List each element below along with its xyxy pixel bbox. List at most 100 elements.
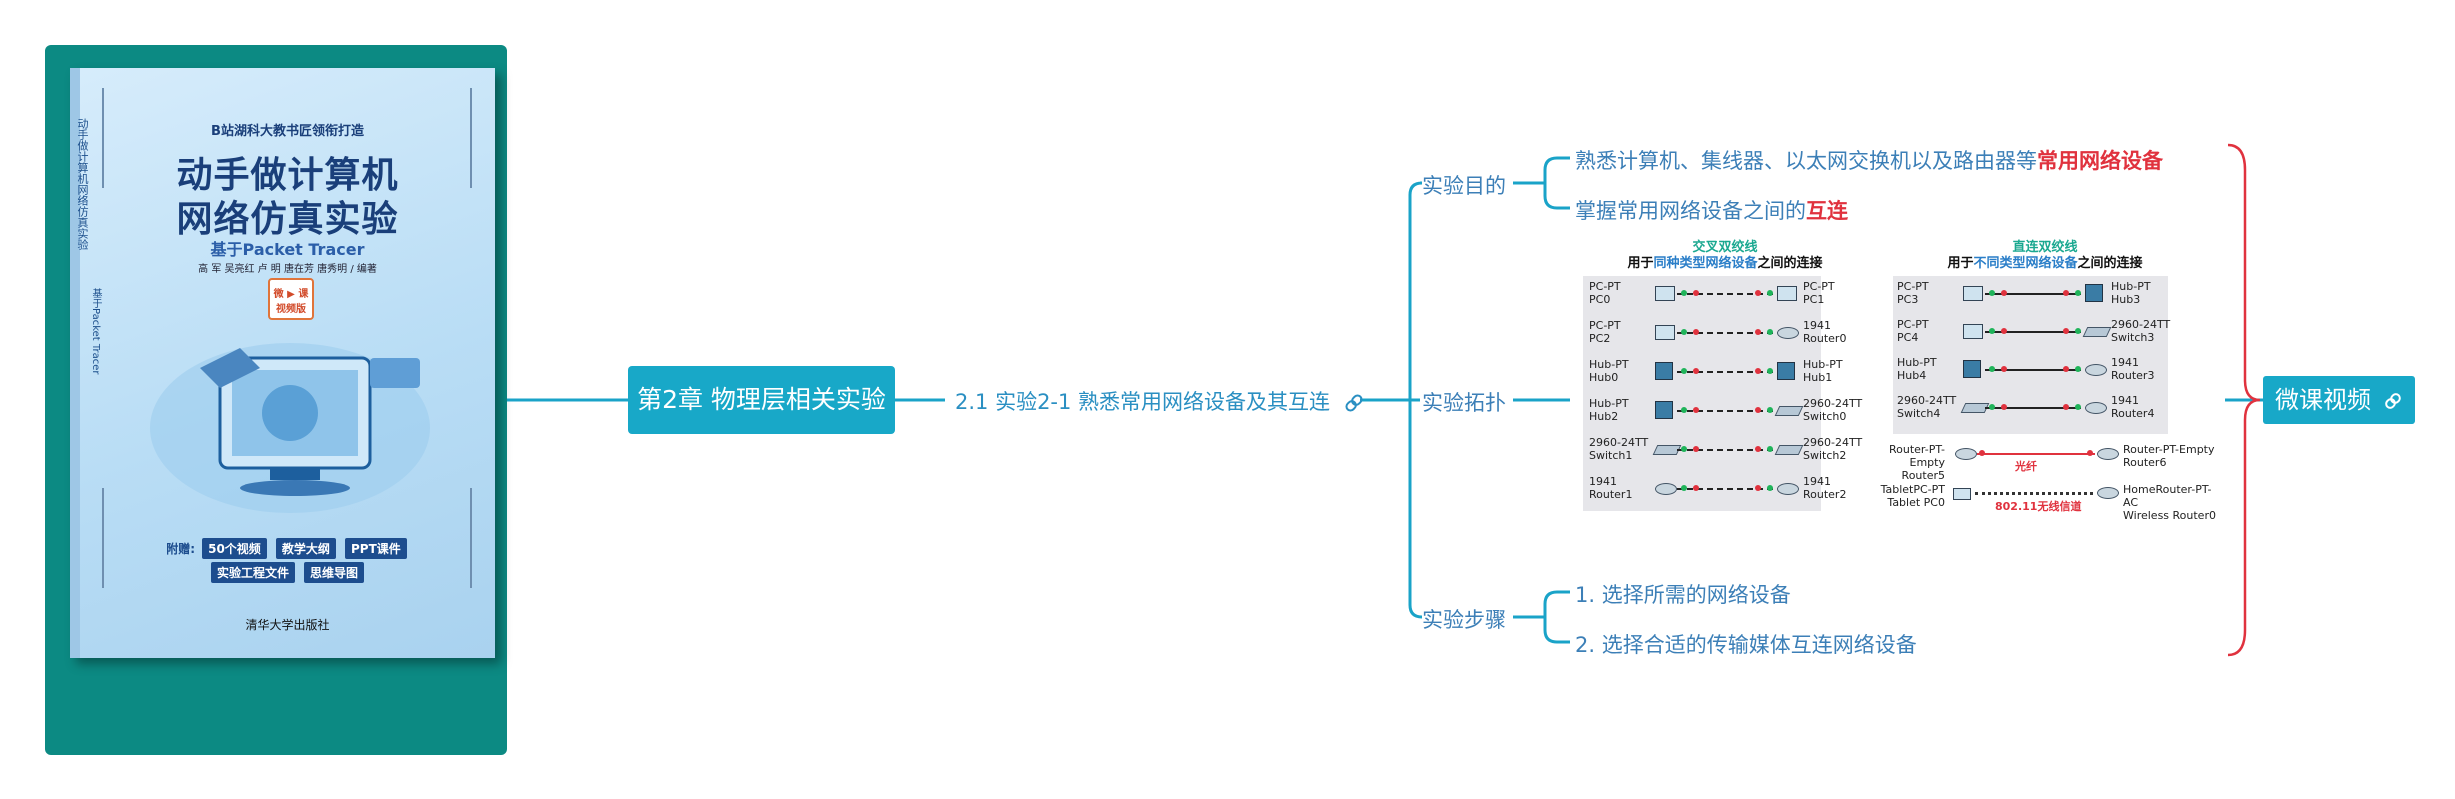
device-type: 1941 <box>1589 475 1617 488</box>
step-item-1[interactable]: 1. 选择所需的网络设备 <box>1575 583 1791 607</box>
pc-icon <box>1777 286 1797 301</box>
crossover-panel <box>1583 276 1821 511</box>
attachments-row-2: 实验工程文件 思维导图 <box>80 562 495 583</box>
pc-icon <box>1963 324 1983 339</box>
link-icon[interactable] <box>1343 392 1365 414</box>
hub-icon <box>2085 284 2103 302</box>
book-title-line2: 网络仿真实验 <box>176 199 399 240</box>
router-icon <box>2097 448 2119 460</box>
port-dot <box>2075 328 2081 334</box>
device-type: Router-PT-Empty <box>1888 443 1945 469</box>
hub-icon <box>1963 360 1981 378</box>
port-dot <box>2001 366 2007 372</box>
video-badge: 微 ▶ 课 视频版 <box>268 278 314 320</box>
chapter-node[interactable]: 第2章 物理层相关实验 <box>628 366 895 434</box>
header-highlight: 同种类型网络设备 <box>1653 256 1758 271</box>
port-dot <box>1681 329 1687 335</box>
device-name: Hub1 <box>1803 371 1833 384</box>
badge-line1: 微 ▶ 课 <box>273 289 309 300</box>
crossover-cable-title: 交叉双绞线 <box>1692 240 1758 255</box>
micro-video-label: 微课视频 <box>2275 386 2371 414</box>
device-name: Router5 <box>1901 469 1945 482</box>
port-dot <box>1693 290 1699 296</box>
device-name: Switch1 <box>1589 449 1633 462</box>
router-icon <box>1955 448 1977 460</box>
port-dot <box>1755 407 1761 413</box>
header-text: 用于 <box>1947 256 1974 271</box>
pc-icon <box>1655 286 1675 301</box>
crossover-link <box>1677 371 1773 373</box>
port-dot <box>1693 368 1699 374</box>
step-item-2[interactable]: 2. 选择合适的传输媒体互连网络设备 <box>1575 633 1917 657</box>
book-title-line1: 动手做计算机 <box>176 155 399 196</box>
link-icon[interactable] <box>2383 391 2403 411</box>
wireless-label: 802.11无线信道 <box>1995 500 2082 513</box>
device-type: 2960-24TT <box>2111 318 2171 331</box>
device-type: TabletPC-PT <box>1880 483 1945 496</box>
port-dot <box>2063 328 2069 334</box>
crossover-link <box>1677 488 1773 490</box>
router-icon <box>1777 483 1799 495</box>
topology-figure[interactable]: 交叉双绞线 用于同种类型网络设备之间的连接 直连双绞线 用于不同类型网络设备之间… <box>1575 240 2225 522</box>
frame-line <box>102 488 104 588</box>
crossover-link <box>1677 410 1773 412</box>
port-dot <box>1767 446 1773 452</box>
header-text: 之间的连接 <box>2077 256 2143 271</box>
goal-item-1[interactable]: 熟悉计算机、集线器、以太网交换机以及路由器等常用网络设备 <box>1575 145 2163 175</box>
straight-cable-title: 直连双绞线 <box>2012 240 2078 255</box>
port-dot <box>2075 290 2081 296</box>
top-tagline: B站湖科大教书匠领衔打造 <box>211 124 364 139</box>
topic-node[interactable]: 2.1 实验2-1 熟悉常用网络设备及其互连 <box>955 386 1365 416</box>
switch-icon <box>1774 445 1804 455</box>
branch-goal[interactable]: 实验目的 <box>1422 174 1506 198</box>
wireless-link <box>1975 492 2093 495</box>
goal-2-highlight: 互连 <box>1806 199 1848 223</box>
device-name: Router1 <box>1589 488 1633 501</box>
port-dot <box>1681 290 1687 296</box>
port-dot <box>2001 328 2007 334</box>
device-name: PC3 <box>1897 293 1919 306</box>
straight-link <box>1985 369 2081 371</box>
port-dot <box>1755 290 1761 296</box>
device-name: Router2 <box>1803 488 1847 501</box>
device-name: Wireless Router0 <box>2123 509 2216 522</box>
goal-1-highlight: 常用网络设备 <box>2037 149 2163 173</box>
port-dot <box>1767 485 1773 491</box>
device-name: PC1 <box>1803 293 1825 306</box>
goal-2-text: 掌握常用网络设备之间的 <box>1575 199 1806 223</box>
port-dot <box>1693 329 1699 335</box>
spine-subtitle: 基于Packet Tracer <box>90 288 101 375</box>
device-name: Switch3 <box>2111 331 2155 344</box>
frame-line <box>470 88 472 188</box>
device-type: 2960-24TT <box>1803 397 1863 410</box>
book-cover[interactable]: 动手做计算机网络仿真实验 基于Packet Tracer B站湖科大教书匠领衔打… <box>70 68 495 658</box>
port-dot <box>1979 450 1985 456</box>
branch-steps[interactable]: 实验步骤 <box>1422 608 1506 632</box>
port-dot <box>1693 446 1699 452</box>
micro-video-node[interactable]: 微课视频 <box>2263 376 2415 424</box>
left-topology-header: 交叉双绞线 用于同种类型网络设备之间的连接 <box>1605 240 1845 272</box>
device-type: HomeRouter-PT-AC <box>2123 483 2212 509</box>
device-type: PC-PT <box>1897 318 1929 331</box>
badge-line2: 视频版 <box>276 304 306 315</box>
port-dot <box>1681 485 1687 491</box>
port-dot <box>1755 485 1761 491</box>
goal-item-2[interactable]: 掌握常用网络设备之间的互连 <box>1575 195 1848 225</box>
device-type: Hub-PT <box>1803 358 1843 371</box>
frame-line <box>470 488 472 588</box>
device-name: Router3 <box>2111 369 2155 382</box>
device-type: PC-PT <box>1897 280 1929 293</box>
branch-topology[interactable]: 实验拓扑 <box>1422 391 1506 415</box>
port-dot <box>1693 485 1699 491</box>
